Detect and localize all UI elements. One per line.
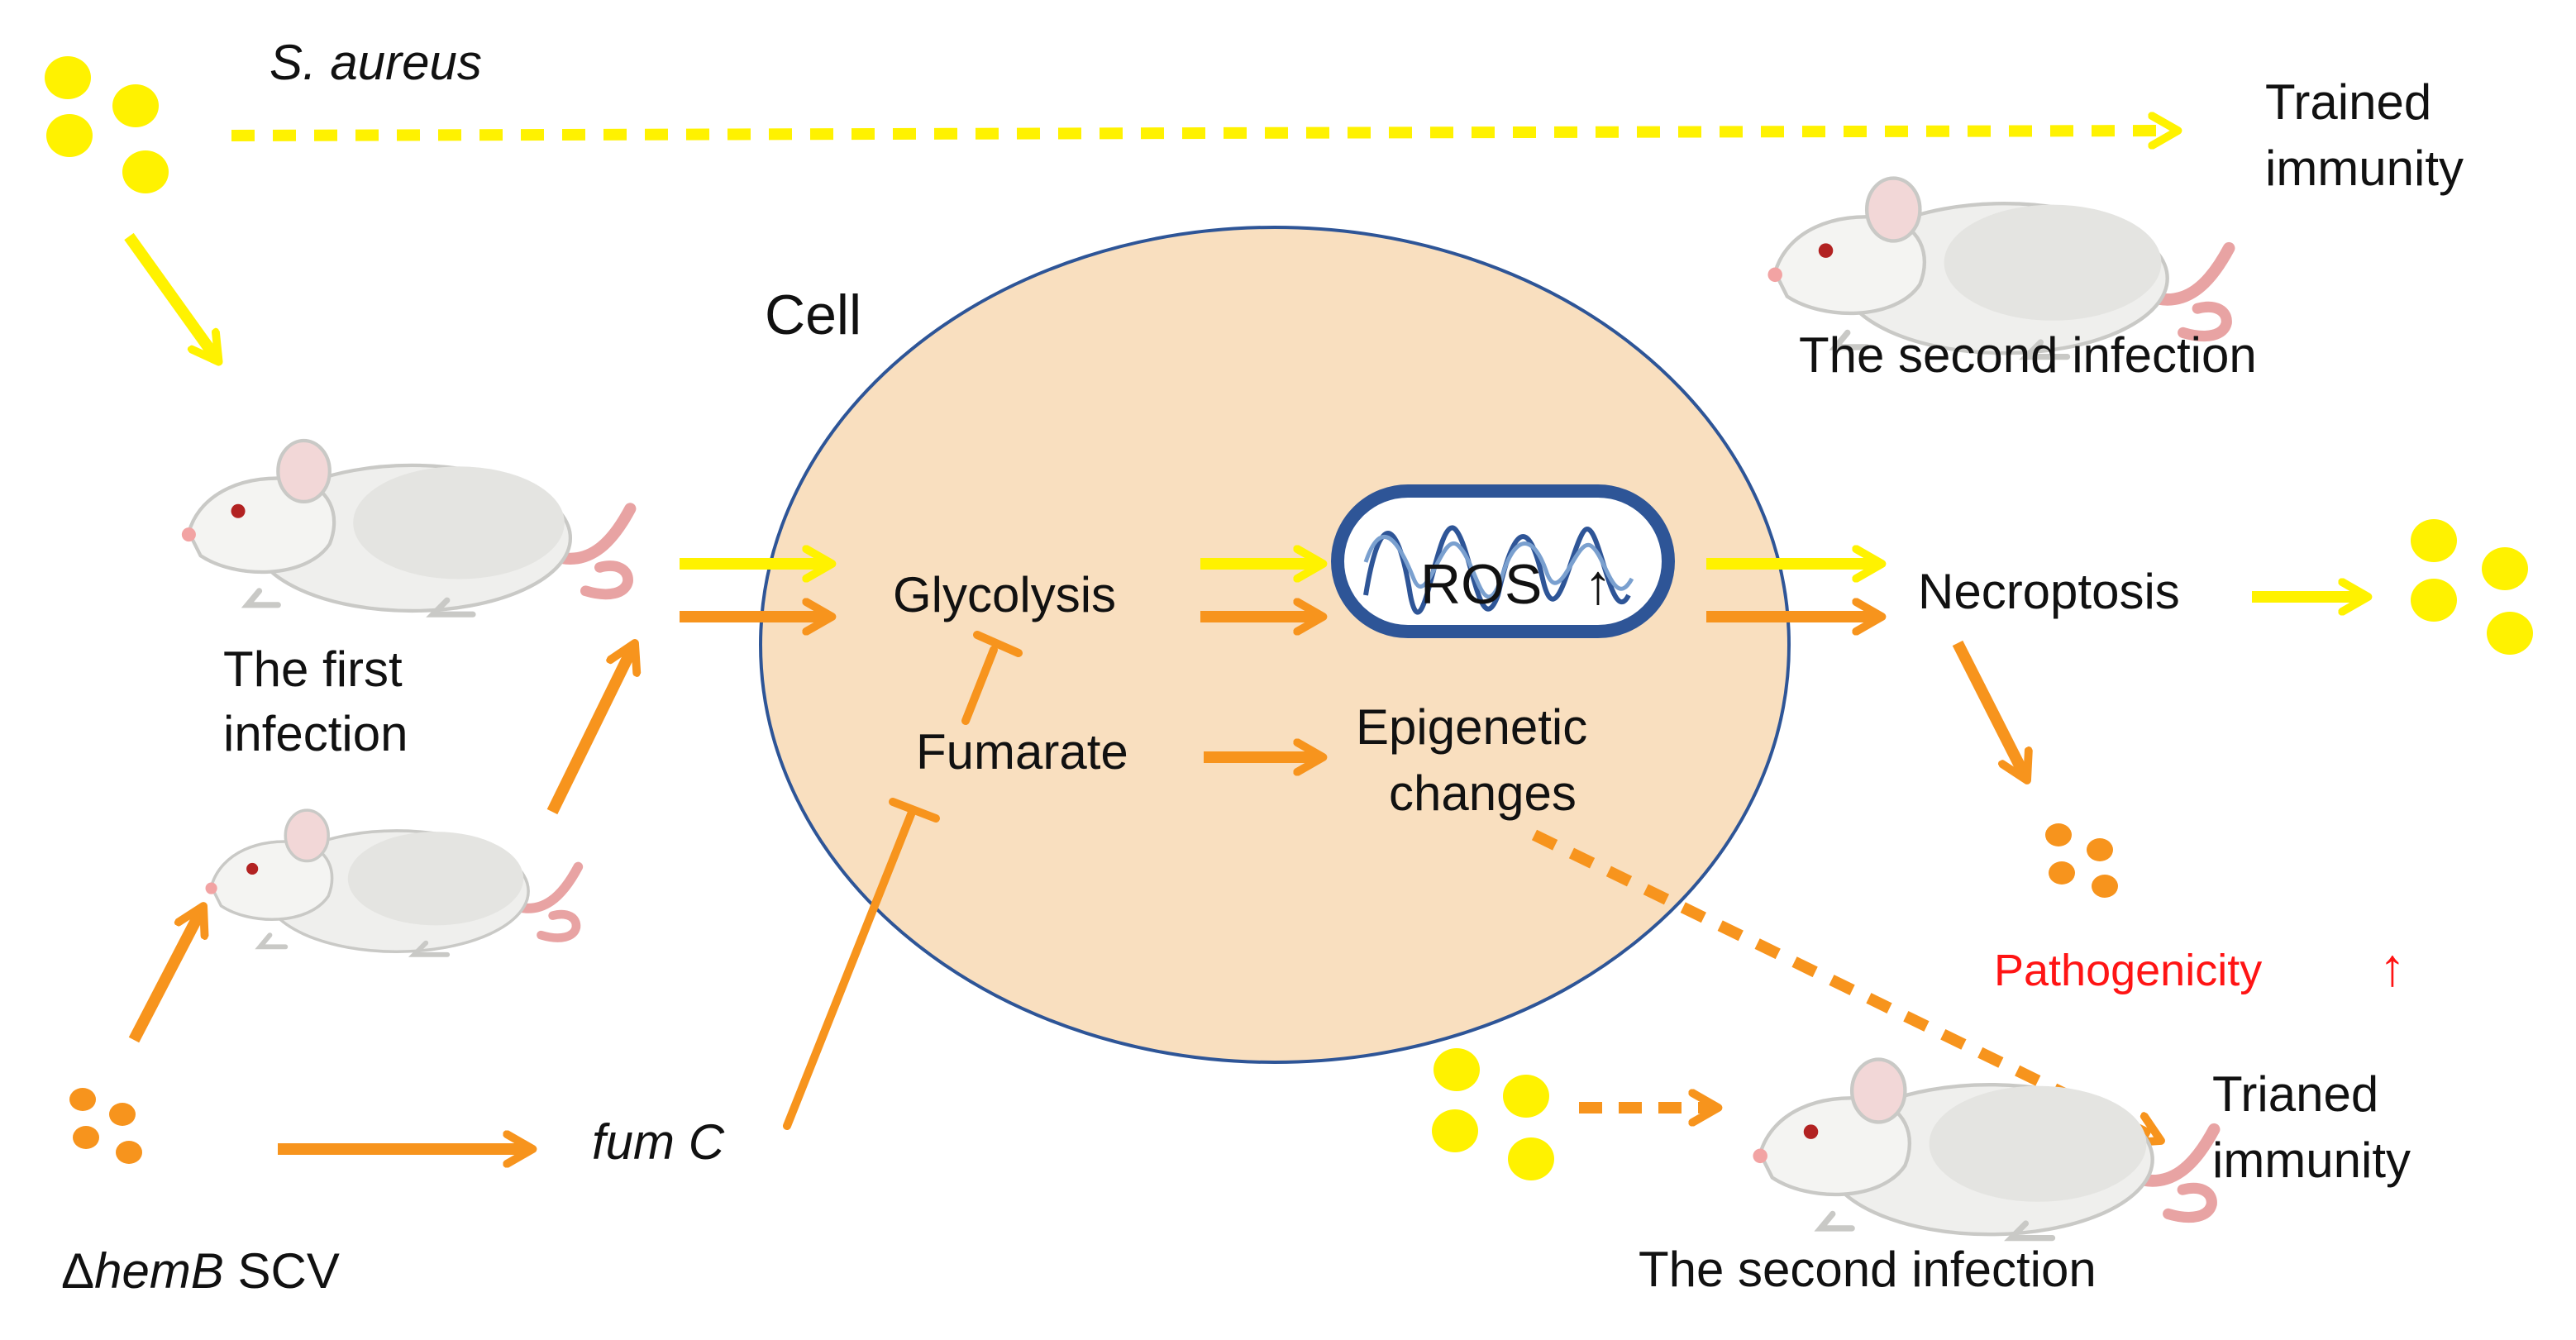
arrow-orange-mouse-to-cell bbox=[546, 646, 633, 815]
glycolysis-label: Glycolysis bbox=[893, 567, 1116, 622]
mitochondrion-icon bbox=[1331, 484, 1675, 638]
second-infection-bottom-label: The second infection bbox=[1639, 1242, 2097, 1297]
mouse-icon-bottom bbox=[1753, 1060, 2214, 1238]
mouse-icon-scv bbox=[206, 810, 579, 955]
necroptosis-label: Necroptosis bbox=[1918, 564, 2180, 619]
second-infection-top-label: The second infection bbox=[1799, 327, 2257, 383]
cell-label: Cell bbox=[765, 284, 861, 346]
pathogenicity-label: Pathogenicity bbox=[1994, 946, 2262, 995]
fumarate-label: Fumarate bbox=[916, 724, 1128, 780]
cell-body bbox=[759, 226, 1791, 1064]
mouse-icon-first bbox=[182, 441, 630, 614]
scv-released-bacteria-icon bbox=[2045, 823, 2118, 898]
arrow-dashed-orange-epigenetic-trianed bbox=[1531, 829, 2158, 1139]
trained-immunity-top-line2: immunity bbox=[2265, 141, 2464, 196]
fum-c-label: fum C bbox=[592, 1114, 725, 1170]
trianed-immunity-line1: Trianed bbox=[2212, 1066, 2378, 1122]
first-infection-line1: The first bbox=[223, 641, 403, 697]
bottom-bacteria-cluster-icon bbox=[1432, 1048, 1554, 1180]
ros-label: ROS bbox=[1420, 553, 1542, 616]
inhibit-fumarate-glycolysis bbox=[961, 631, 1023, 725]
s-aureus-label: S. aureus bbox=[270, 35, 482, 90]
scv-bacteria-cluster-icon bbox=[69, 1088, 142, 1164]
bacteria-cluster-icon bbox=[45, 56, 169, 193]
epigenetic-label-line2: changes bbox=[1389, 765, 1577, 821]
first-infection-line2: infection bbox=[223, 706, 408, 761]
trained-immunity-top-line1: Trained bbox=[2265, 74, 2431, 130]
epigenetic-label-line1: Epigenetic bbox=[1356, 699, 1587, 755]
hemb-scv-label: ΔhemB SCV bbox=[61, 1243, 340, 1299]
released-bacteria-cluster-icon bbox=[2411, 519, 2533, 655]
inhibit-fumc-fumarate bbox=[783, 798, 940, 1130]
pathogenicity-up-arrow: ↑ bbox=[2379, 937, 2406, 997]
arrow-orange-necroptosis-down bbox=[1952, 640, 2025, 777]
arrow-dashed-yellow-trained-immunity bbox=[231, 131, 2174, 136]
ros-up-arrow: ↑ bbox=[1584, 553, 1612, 616]
trianed-immunity-line2: immunity bbox=[2212, 1133, 2411, 1188]
arrow-orange-scv-to-mouse bbox=[128, 909, 202, 1043]
arrow-yellow-to-first-infection bbox=[124, 232, 217, 359]
